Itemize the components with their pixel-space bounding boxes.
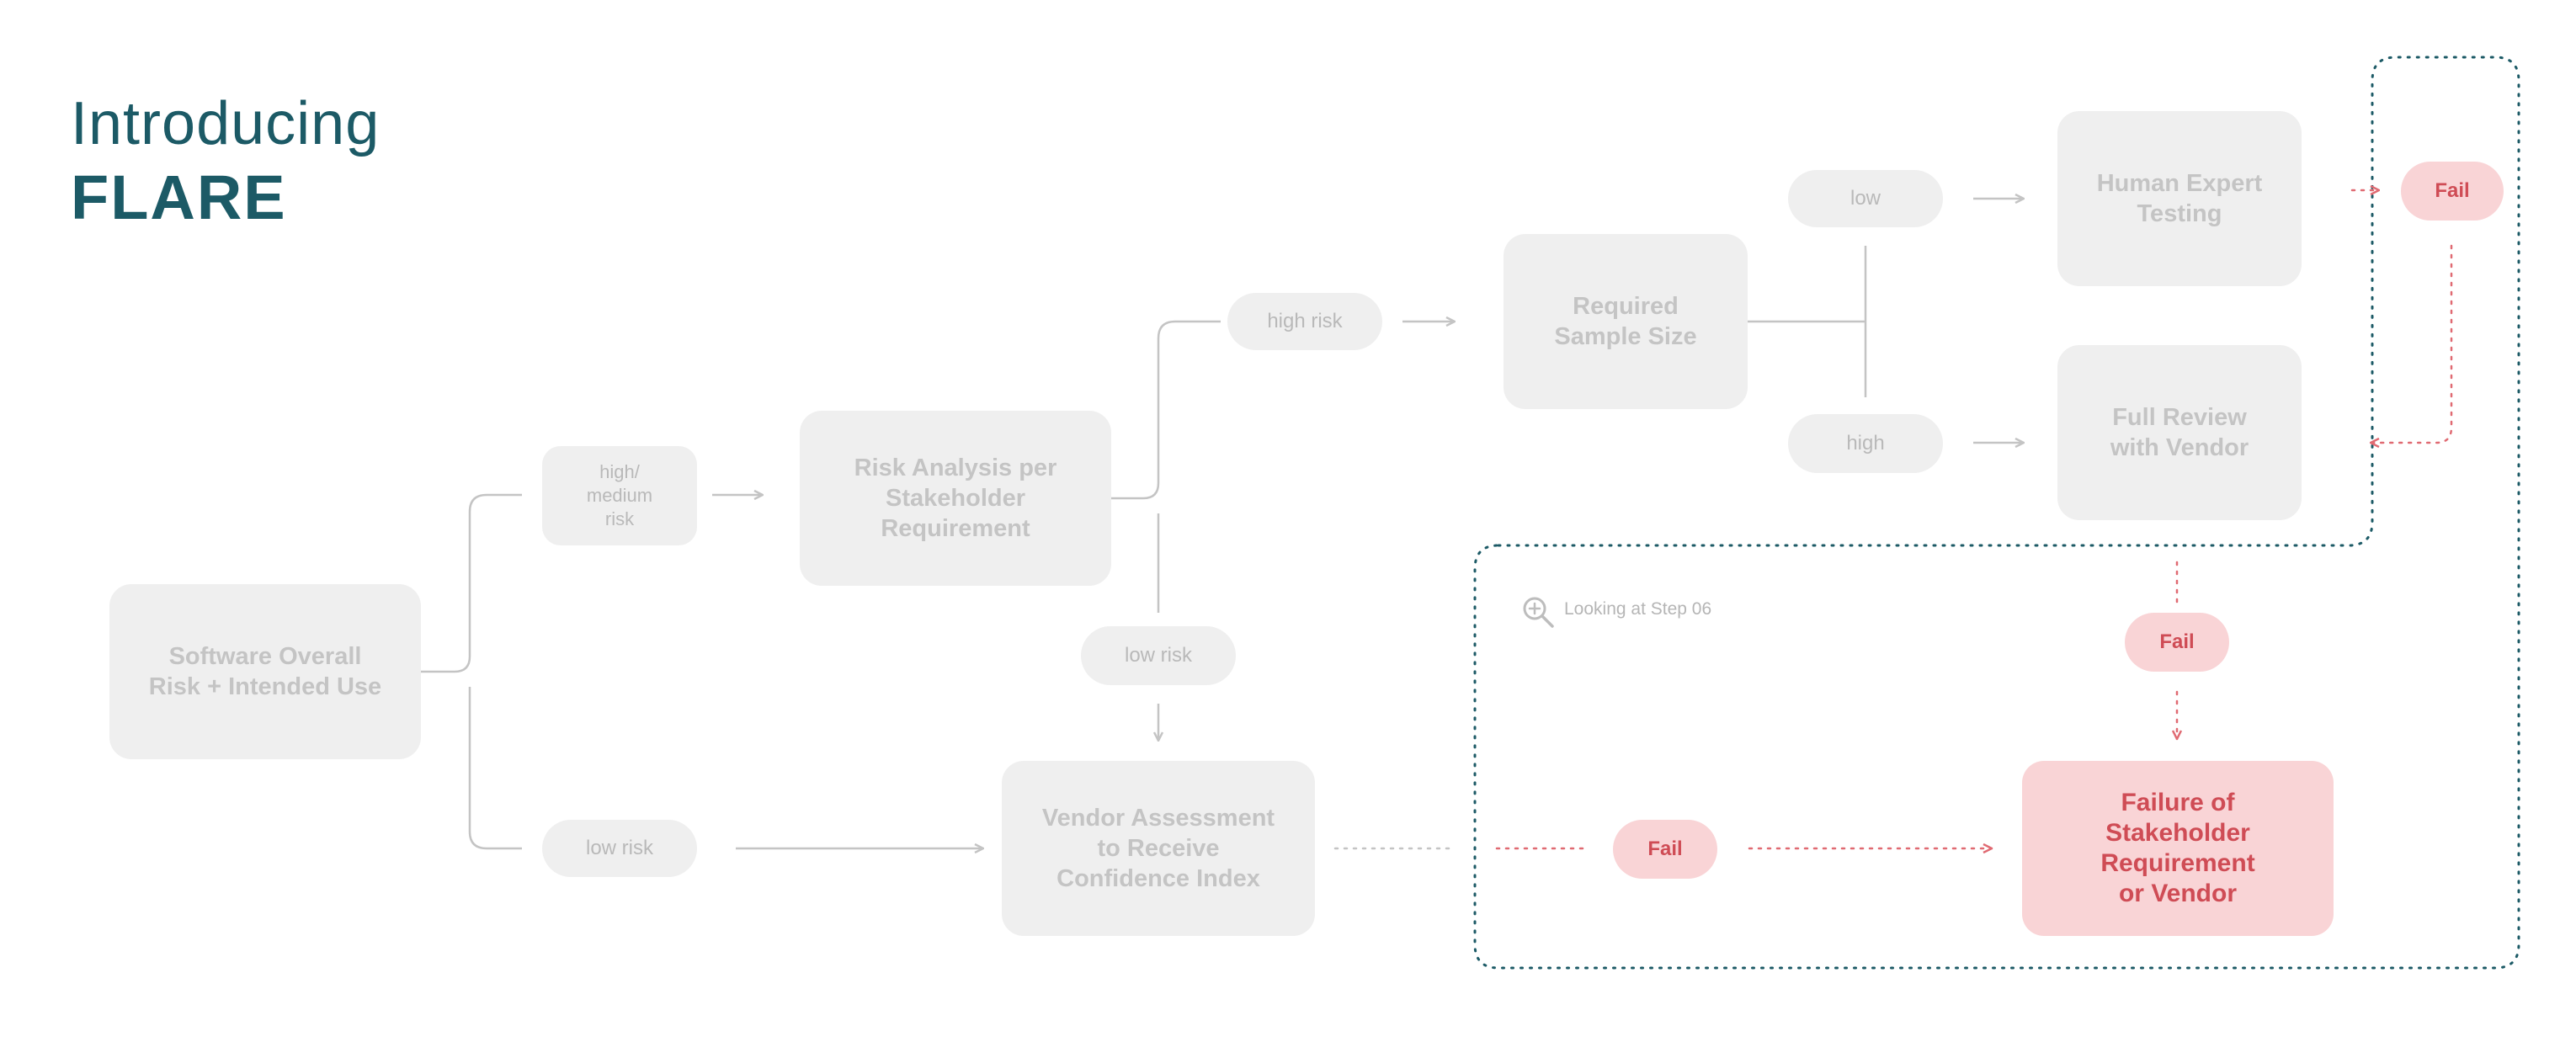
node-full-review: Full Review with Vendor [2057, 345, 2302, 520]
connector-sample-branch [1746, 246, 1867, 397]
node-low-risk-bottom: low risk [542, 820, 697, 877]
node-high: high [1788, 414, 1943, 473]
focus-region-outline [1473, 56, 2520, 970]
node-vendor-assessment: Vendor Assessment to Receive Confidence … [1002, 761, 1315, 936]
node-failure-box: Failure of Stakeholder Requirement or Ve… [2022, 761, 2334, 936]
node-fail-bottom: Fail [1613, 820, 1717, 879]
arrow-fail-loop-to-review [2369, 244, 2453, 443]
connector-software-branch [421, 493, 522, 850]
connector-analysis-branch [1111, 320, 1221, 613]
node-software-risk: Software Overall Risk + Intended Use [109, 584, 421, 759]
title-product: FLARE [71, 162, 287, 232]
node-human-expert: Human Expert Testing [2057, 111, 2302, 286]
node-low-risk-mid: low risk [1081, 626, 1236, 685]
title-intro: Introducing [71, 90, 381, 157]
node-fail-top: Fail [2401, 162, 2504, 221]
node-fail-mid: Fail [2125, 613, 2229, 672]
node-risk-analysis: Risk Analysis per Stakeholder Requiremen… [800, 411, 1111, 586]
zoom-step-label: Looking at Step 06 [1564, 599, 1712, 619]
node-high-risk: high risk [1227, 293, 1382, 350]
node-required-sample: Required Sample Size [1504, 234, 1748, 409]
node-high-medium-risk: high/ medium risk [542, 446, 697, 545]
node-low: low [1788, 170, 1943, 227]
zoom-in-icon [1523, 597, 1554, 628]
